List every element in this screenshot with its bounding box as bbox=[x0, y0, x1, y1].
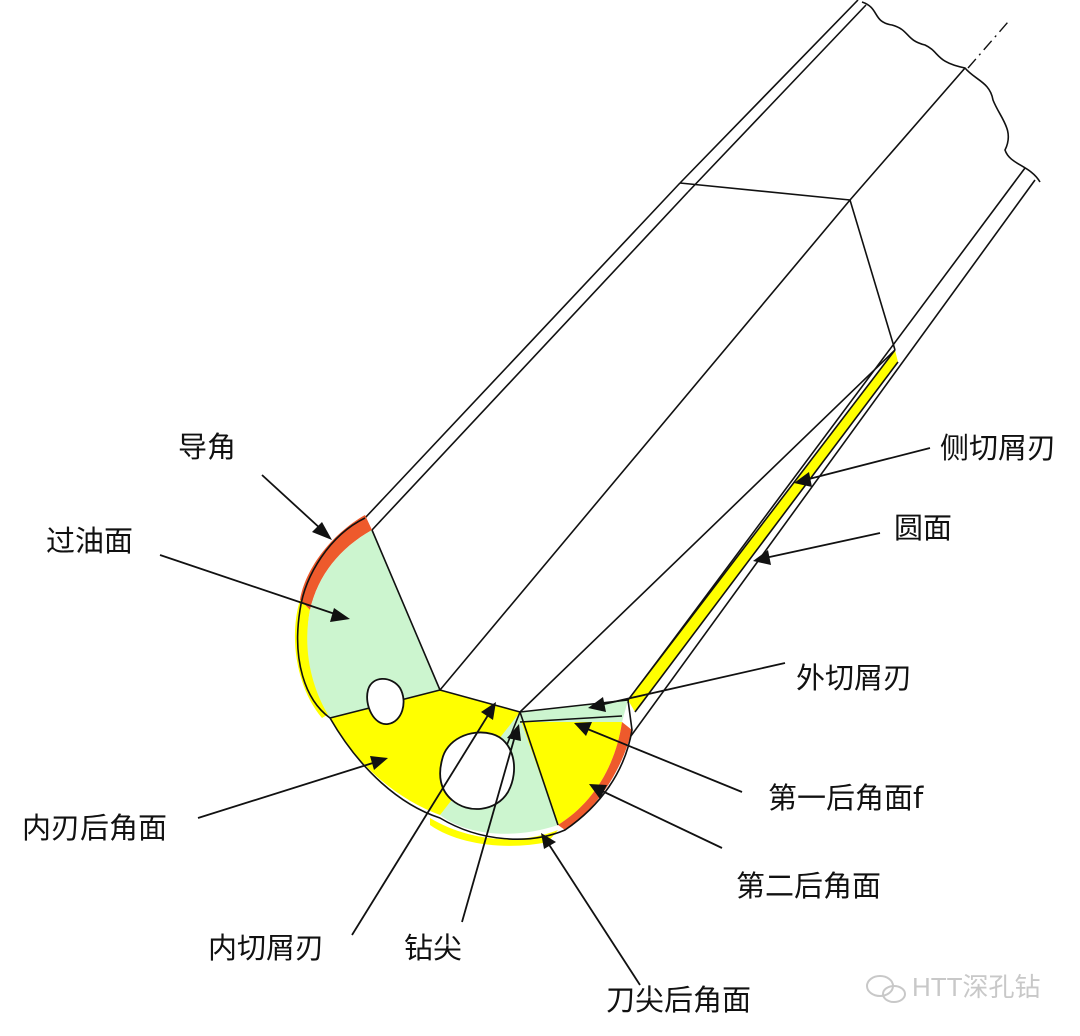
arrowhead-chamfer bbox=[312, 522, 332, 540]
body-top-edge bbox=[364, 182, 681, 519]
body-ridge-edge bbox=[439, 199, 851, 691]
leader-oil-face bbox=[159, 554, 339, 616]
leader-round-face bbox=[764, 532, 881, 559]
leader-second-relief-face bbox=[599, 789, 723, 849]
right-chamfer-face bbox=[558, 722, 632, 830]
body-right-face bbox=[440, 200, 895, 712]
watermark-text: HTT深孔钻 bbox=[912, 972, 1041, 1002]
side-edge-line-2 bbox=[634, 361, 899, 713]
arrowhead-first-relief-face bbox=[574, 722, 592, 736]
drill-body bbox=[364, 0, 1041, 741]
label-chamfer: 导角 bbox=[178, 430, 236, 464]
center-line bbox=[967, 21, 1009, 69]
label-side-chip-edge: 侧切屑刃 bbox=[940, 431, 1056, 465]
arrowhead-oil-face bbox=[330, 608, 350, 622]
body-top-edge-inner bbox=[371, 191, 689, 531]
side-chip-edge-stripe bbox=[628, 350, 898, 712]
tip-split-edge bbox=[519, 711, 559, 826]
body-left-face bbox=[365, 183, 850, 690]
shank-step bbox=[679, 67, 966, 201]
leader-inner-relief-face bbox=[197, 761, 377, 819]
label-second-relief-face: 第二后角面 bbox=[736, 869, 881, 903]
leader-outer-chip-edge bbox=[599, 662, 786, 706]
break-line bbox=[861, 1, 1041, 183]
body-lower-edge bbox=[519, 349, 896, 713]
tip-outline bbox=[296, 517, 633, 840]
arrowhead-outer-chip-edge bbox=[588, 697, 606, 712]
leader-tip-relief-face bbox=[547, 842, 641, 986]
shank-left-edge bbox=[679, 0, 859, 184]
chamfer-face bbox=[300, 515, 372, 610]
leader-lines bbox=[159, 447, 931, 986]
watermark: HTT深孔钻 bbox=[866, 972, 1041, 1003]
coolant-hole-small bbox=[366, 677, 405, 725]
label-tip-relief-face: 刀尖后角面 bbox=[606, 983, 751, 1017]
arrowhead-tip-relief-face bbox=[541, 833, 556, 849]
arrowhead-drill-tip bbox=[507, 724, 521, 741]
arrowhead-inner-chip-edge bbox=[481, 702, 496, 720]
label-oil-face: 过油面 bbox=[46, 524, 133, 558]
arrowhead-side-chip-edge bbox=[794, 472, 812, 487]
drill-tip-faces bbox=[294, 349, 899, 846]
wechat-icon bbox=[866, 975, 906, 1003]
coolant-hole-large bbox=[439, 731, 515, 810]
label-first-relief-face: 第一后角面f bbox=[768, 781, 924, 815]
label-inner-chip-edge: 内切屑刃 bbox=[208, 931, 324, 965]
body-outer-edge bbox=[627, 179, 1036, 741]
shank-step-2 bbox=[849, 199, 896, 351]
leader-inner-chip-edge bbox=[351, 711, 491, 936]
label-round-face: 圆面 bbox=[894, 511, 952, 545]
label-outer-chip-edge: 外切屑刃 bbox=[796, 661, 912, 695]
arrowhead-round-face bbox=[753, 550, 771, 565]
labels: 导角 过油面 侧切屑刃 圆面 外切屑刃 第一后角面f 第二后角面 内刃后角面 内… bbox=[22, 430, 1056, 1017]
left-yellow-strip bbox=[294, 600, 332, 718]
oil-face-area bbox=[307, 530, 440, 718]
label-drill-tip: 钻尖 bbox=[404, 931, 462, 965]
leader-first-relief-face bbox=[584, 727, 743, 793]
first-relief-edge bbox=[519, 715, 623, 723]
leader-side-chip-edge bbox=[804, 447, 931, 481]
arrowhead-second-relief-face bbox=[589, 784, 607, 799]
leader-chamfer bbox=[261, 474, 323, 531]
label-inner-relief-face: 内刃后角面 bbox=[22, 811, 167, 845]
leader-drill-tip bbox=[461, 735, 516, 923]
arrowhead-inner-relief-face bbox=[370, 756, 388, 770]
side-edge-line bbox=[627, 349, 896, 701]
second-relief-face-area bbox=[520, 712, 622, 825]
shank-left-edge-2 bbox=[687, 4, 867, 193]
